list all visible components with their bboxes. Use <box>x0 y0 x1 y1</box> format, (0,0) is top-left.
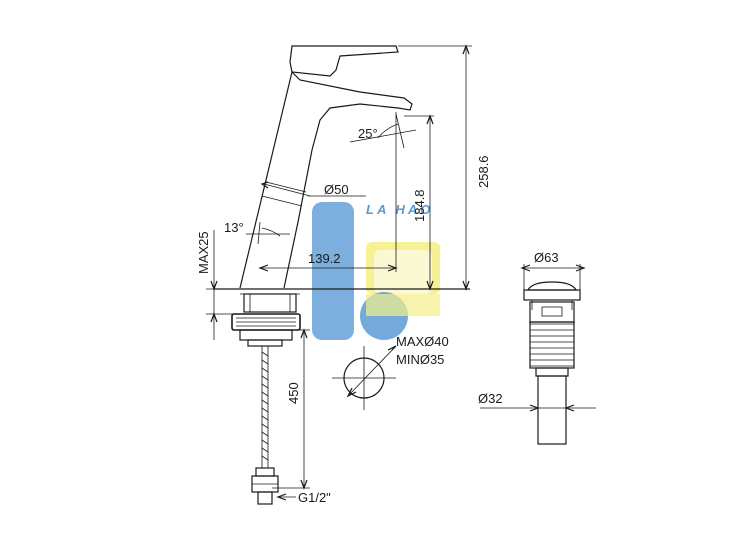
label-height-spout: 184.8 <box>412 189 427 222</box>
label-hole-min: MINØ35 <box>396 352 444 367</box>
label-diameter-body: Ø50 <box>324 182 349 197</box>
dimension-labels: 258.6 184.8 139.2 Ø50 25° 13° MAX25 450 … <box>196 126 559 505</box>
hole-detail <box>332 345 397 410</box>
supply-hose <box>251 346 279 505</box>
dimension-lines <box>206 44 472 501</box>
label-hole-max: MAXØ40 <box>396 334 449 349</box>
label-waste-top: Ø63 <box>534 250 559 265</box>
label-angle-body: 13° <box>224 220 244 235</box>
label-angle-spout: 25° <box>358 126 378 141</box>
label-reach: 139.2 <box>308 251 341 266</box>
watermark-logo: LA HAO <box>312 202 440 340</box>
label-hose-thread: G1/2" <box>298 490 331 505</box>
label-height-total: 258.6 <box>476 155 491 188</box>
watermark-text: LA HAO <box>366 202 433 217</box>
popup-waste <box>480 264 596 445</box>
label-hose-length: 450 <box>286 382 301 404</box>
mounting-assembly <box>231 293 301 347</box>
label-max-deck: MAX25 <box>196 231 211 274</box>
label-waste-pipe: Ø32 <box>478 391 503 406</box>
